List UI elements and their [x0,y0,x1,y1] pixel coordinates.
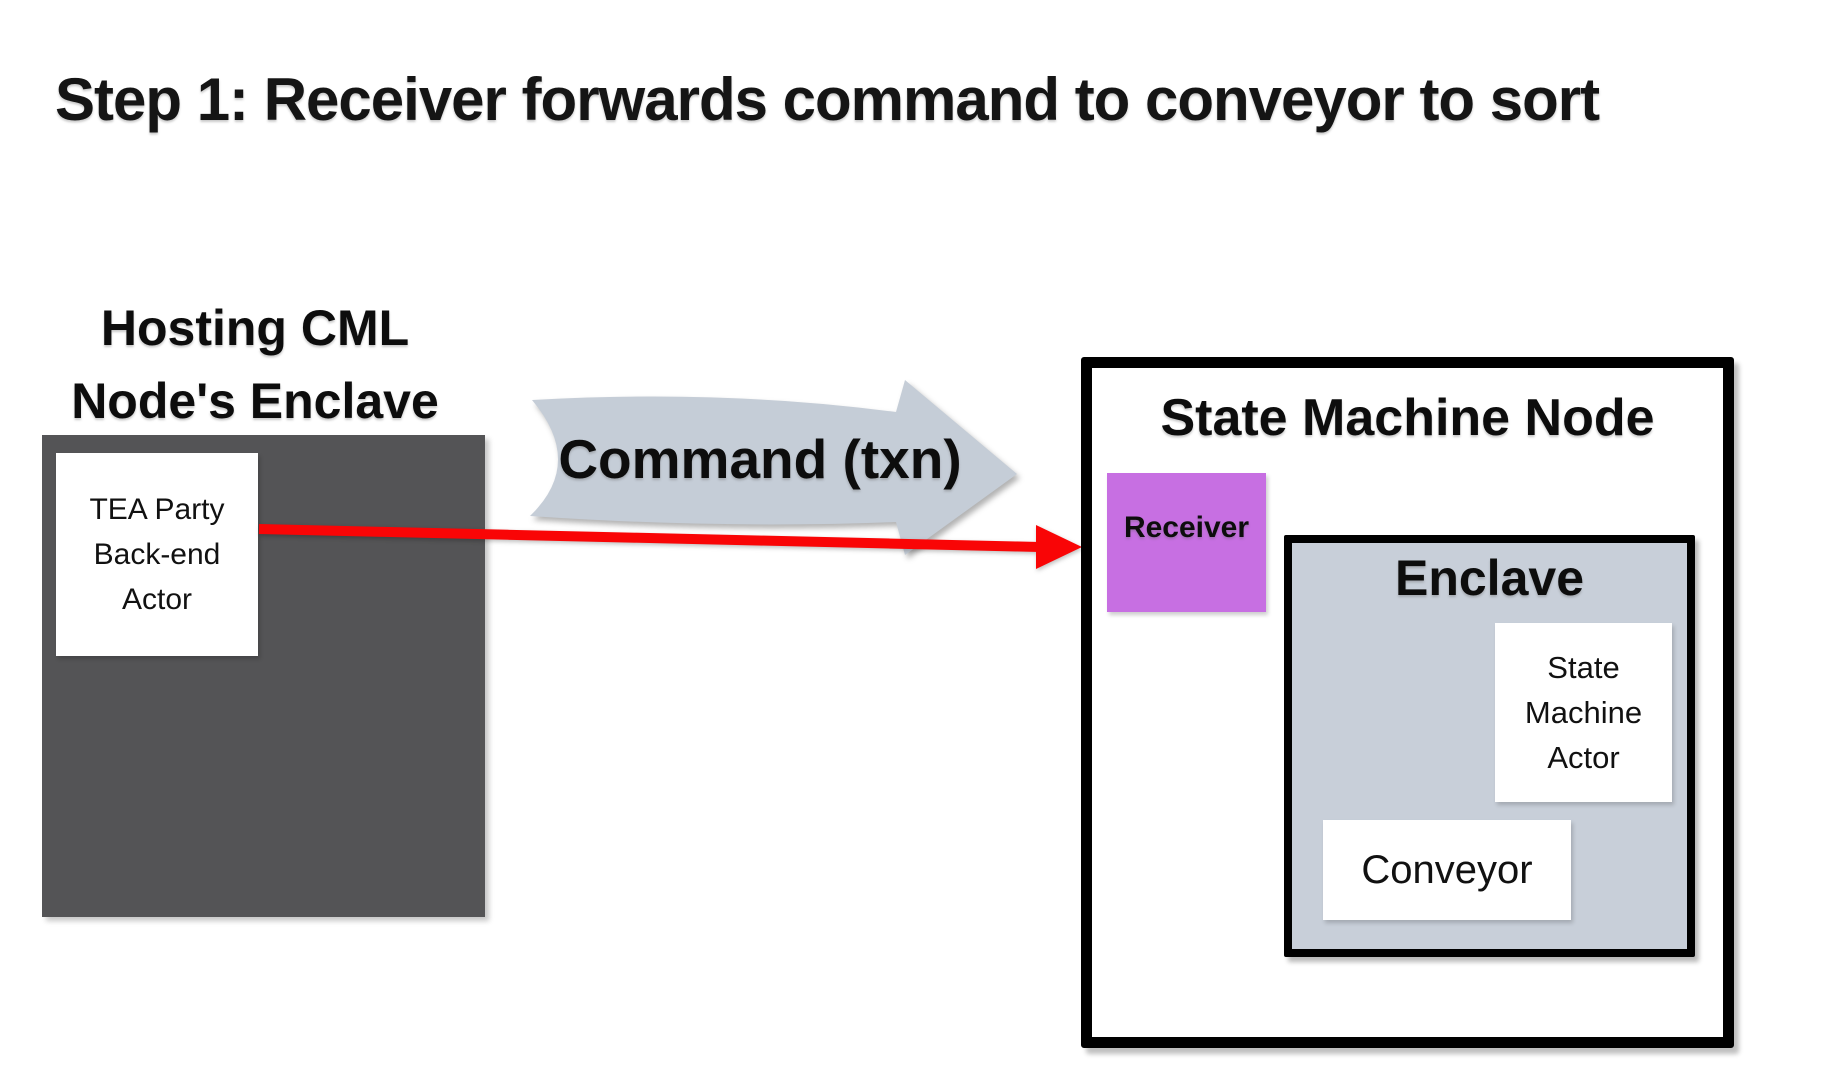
hosting-enclave-label-line1: Hosting CML [100,300,410,356]
red-arrow-shaft [258,524,1041,552]
state-machine-actor-box: State Machine Actor [1495,623,1672,802]
state-machine-actor-line1: State [1547,650,1620,685]
conveyor-label: Conveyor [1361,847,1533,892]
red-flow-arrow-icon [258,524,1082,569]
enclave-title: Enclave [1394,550,1584,606]
conveyor-box: Conveyor [1323,820,1571,920]
receiver-label: Receiver [1123,510,1250,544]
receiver-box: Receiver [1107,473,1266,612]
tea-party-actor-line2: Back-end [93,538,221,571]
tea-party-actor-line1: TEA Party [89,493,225,526]
command-block-arrow-icon [530,380,1017,555]
command-arrow-label: Command (txn) [558,428,962,490]
state-machine-actor-line2: Machine [1524,695,1643,730]
state-machine-actor-line3: Actor [1547,740,1620,775]
tea-party-actor-line3: Actor [121,583,193,616]
command-arrow-shape [530,380,1017,555]
hosting-enclave-label: Hosting CML Node's Enclave [30,292,480,438]
red-arrow-head [1036,525,1082,569]
tea-party-backend-actor-box: TEA Party Back-end Actor [56,453,258,656]
page-title: Step 1: Receiver forwards command to con… [55,66,1600,133]
state-machine-node-title: State Machine Node [1160,389,1655,447]
hosting-enclave-label-line2: Node's Enclave [71,373,439,429]
